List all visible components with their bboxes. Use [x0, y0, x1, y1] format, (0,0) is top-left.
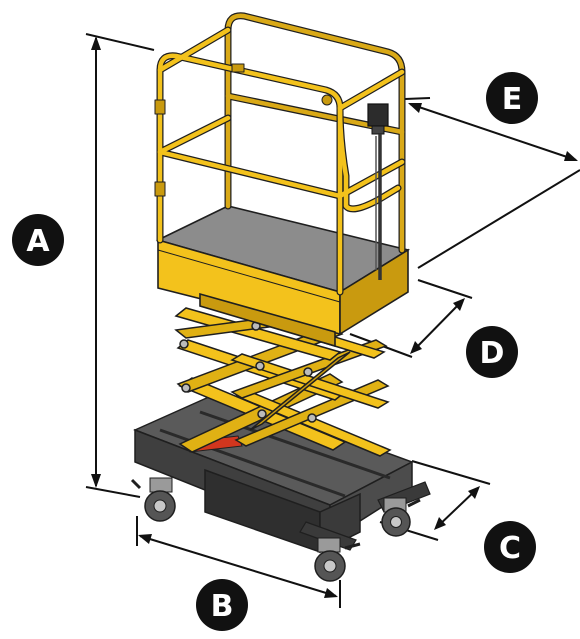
dimension-a-extension-top: [85, 33, 155, 51]
dimension-d-extension-top: [417, 279, 473, 299]
rail-cap: [321, 94, 333, 106]
gate-hinge: [154, 99, 166, 115]
dimension-d-line: [411, 299, 464, 353]
dimension-e-line: [409, 103, 577, 161]
dimension-e-extension-top: [404, 97, 431, 100]
dimension-b-line: [139, 535, 337, 597]
scissor-arm: [174, 307, 342, 361]
dimension-c-line: [435, 487, 479, 529]
hydraulic-cylinder: [249, 351, 351, 431]
dimension-a-arrow-bottom: [91, 474, 101, 488]
caster-wheel-rear-left: [130, 477, 176, 522]
wheels: [130, 477, 421, 582]
front-midrail: [157, 149, 343, 199]
badge-c: C: [484, 521, 536, 573]
rear-guardrail: [225, 13, 405, 253]
dimension-e-arrow-left: [408, 103, 422, 113]
badge-d-text: D: [480, 336, 505, 371]
pivot-bolt: [255, 361, 265, 371]
badge-a-text: A: [26, 224, 50, 259]
dimension-c-arrow-top: [468, 486, 480, 499]
dimension-a-extension-bottom: [85, 486, 141, 498]
left-midrail: [157, 115, 231, 155]
badge-b: B: [196, 579, 248, 631]
platform-side-toeboard: [339, 248, 409, 336]
badge-e: E: [486, 72, 538, 124]
dimension-badges: A B C D E: [12, 72, 538, 631]
badge-c-text: C: [499, 531, 521, 566]
dimension-c-arrow-bottom: [434, 517, 446, 530]
platform: [155, 205, 411, 348]
dimension-lines: [85, 33, 580, 608]
badge-b-text: B: [211, 589, 234, 624]
entry-gate: [337, 105, 401, 212]
pivot-bolt: [181, 383, 191, 393]
gate-hinge: [154, 181, 166, 197]
pivot-bolt: [257, 409, 267, 419]
chassis: [133, 391, 431, 554]
rail-clamp: [231, 63, 245, 73]
dimension-c-extension-top: [411, 460, 491, 485]
badge-a: A: [12, 214, 64, 266]
dimension-a-arrow-top: [91, 36, 101, 50]
control-box: [367, 103, 389, 280]
caster-wheel-front-left: [314, 537, 361, 582]
right-top-rail: [337, 69, 405, 111]
dimension-b-arrow-left: [138, 534, 152, 544]
badge-e-text: E: [502, 82, 523, 117]
dimension-b-arrow-right: [324, 588, 338, 598]
pivot-bolt: [307, 413, 317, 423]
badge-d: D: [466, 326, 518, 378]
dimension-e-extension-bottom: [417, 169, 580, 269]
dimension-d-arrow-bottom: [410, 341, 422, 354]
pivot-bolt: [179, 339, 189, 349]
front-guardrail: [157, 53, 343, 295]
platform-under-bracket: [199, 292, 336, 348]
pivot-bolt: [303, 367, 313, 377]
left-top-rail: [157, 27, 231, 73]
dimension-d-arrow-top: [453, 298, 465, 311]
right-midrail: [337, 159, 405, 199]
dimension-e-arrow-right: [564, 151, 578, 161]
caster-wheel-front-right: [381, 497, 421, 537]
